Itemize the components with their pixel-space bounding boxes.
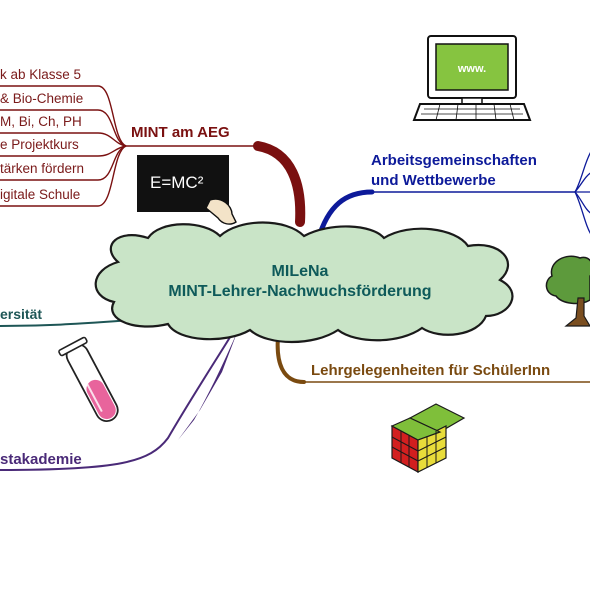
- center-cloud: [94, 221, 514, 344]
- branch-label-universitaet[interactable]: ersität: [0, 306, 43, 322]
- tree-icon: [545, 255, 590, 327]
- center-title-line2: MINT-Lehrer-Nachwuchsförderung: [168, 283, 432, 300]
- center-title-line1: MILeNa: [271, 263, 329, 280]
- branch-label-mint-aeg[interactable]: MINT am AEG: [131, 124, 230, 141]
- leaf-label[interactable]: e Projektkurs: [0, 137, 79, 152]
- blackboard-icon: E=MC²: [137, 155, 237, 225]
- leaf-label[interactable]: k ab Klasse 5: [0, 67, 82, 82]
- center-title: MILeNa MINT-Lehrer-Nachwuchsförderung: [110, 262, 490, 302]
- branch-label-lehrgelegenheiten[interactable]: Lehrgelegenheiten für SchülerInn: [311, 362, 551, 379]
- rubiks-cube-icon: [390, 403, 466, 474]
- branch-label-ag[interactable]: Arbeitsgemeinschaften und Wettbewerbe: [371, 151, 537, 191]
- branch-lehrgelegenheiten: [275, 334, 590, 384]
- monitor-text: www.: [457, 63, 486, 75]
- branch-label-ag-line1: Arbeitsgemeinschaften: [371, 152, 537, 169]
- branch-ag: [315, 152, 590, 243]
- branch-mint-aeg: [0, 85, 306, 227]
- leaf-label[interactable]: M, Bi, Ch, PH: [0, 114, 82, 129]
- branch-label-ag-line2: und Wettbewerbe: [371, 172, 496, 189]
- leaf-label[interactable]: & Bio-Chemie: [0, 91, 84, 106]
- blackboard-text: E=MC²: [150, 173, 204, 192]
- test-tube-icon: [58, 336, 119, 422]
- leaf-label[interactable]: igitale Schule: [0, 187, 81, 202]
- branch-akademie: [0, 330, 238, 471]
- branch-label-akademie[interactable]: stakademie: [0, 451, 82, 468]
- computer-icon: www.: [412, 35, 532, 121]
- leaf-label[interactable]: tärken fördern: [0, 161, 85, 176]
